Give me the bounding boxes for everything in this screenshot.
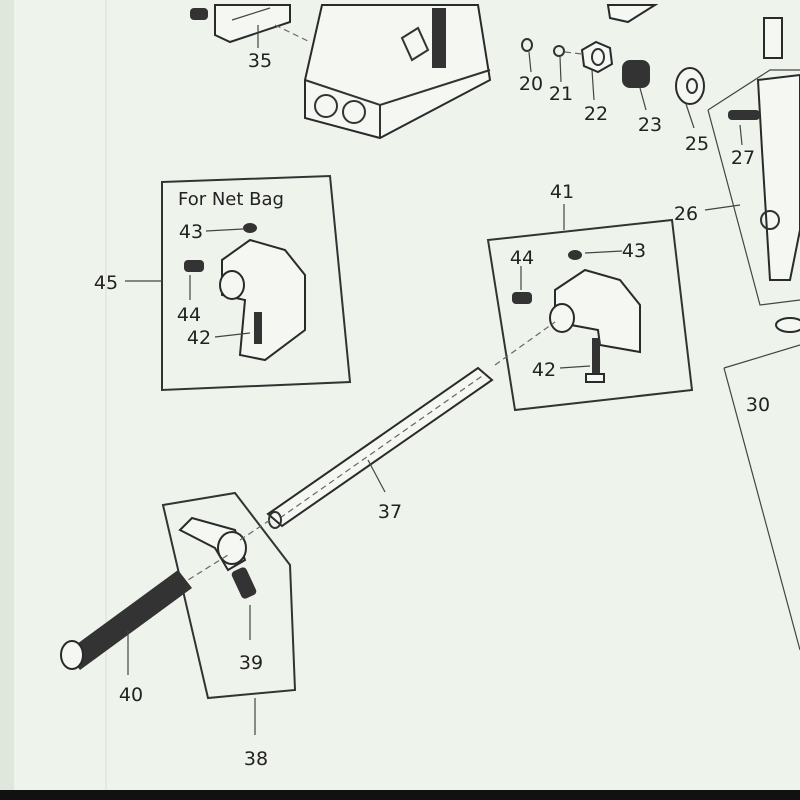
label-41: 41	[550, 181, 574, 203]
label-40: 40	[119, 684, 143, 706]
label-43-left: 43	[179, 221, 203, 243]
label-20: 20	[519, 73, 543, 95]
label-42-right: 42	[532, 359, 556, 381]
label-45: 45	[94, 272, 118, 294]
label-35: 35	[248, 50, 272, 72]
photo-bottom-edge	[0, 790, 800, 800]
part-38-collar	[161, 491, 297, 735]
label-43-right: 43	[622, 240, 646, 262]
label-21: 21	[549, 83, 573, 105]
housing	[304, 4, 492, 140]
label-22: 22	[584, 103, 608, 125]
bracket-top	[606, 4, 659, 24]
label-37: 37	[378, 501, 402, 523]
net-bag-caption: For Net Bag	[178, 189, 284, 210]
label-30: 30	[746, 394, 770, 416]
part-26-arm	[704, 17, 800, 333]
page-edge	[0, 0, 14, 790]
label-26: 26	[674, 203, 698, 225]
label-42-left: 42	[187, 327, 211, 349]
net-bag-box	[125, 174, 352, 392]
parts-20-25	[521, 38, 705, 129]
label-38: 38	[244, 748, 268, 770]
part-41-box	[486, 204, 694, 412]
label-27: 27	[731, 147, 755, 169]
label-23: 23	[638, 114, 662, 136]
part-37-shaft	[266, 366, 494, 529]
label-44-right: 44	[510, 247, 534, 269]
label-25: 25	[685, 133, 709, 155]
part-40-spring	[60, 570, 192, 675]
part-30-outline	[723, 344, 800, 651]
label-39: 39	[239, 652, 263, 674]
part-35-plate	[190, 4, 311, 48]
label-44-left: 44	[177, 304, 201, 326]
